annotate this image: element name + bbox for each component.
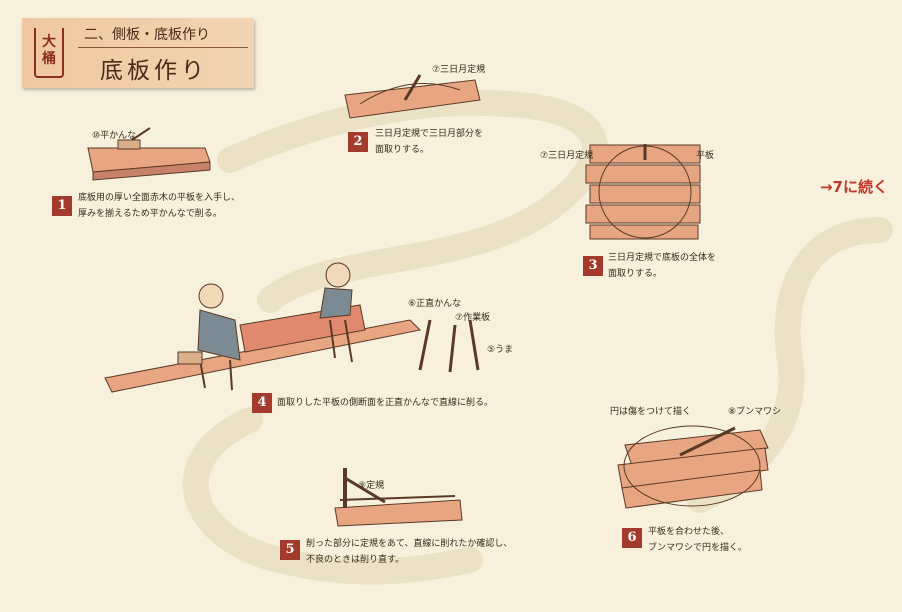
step-2-text: 三日月定規で三日月部分を面取りする。 [375, 129, 484, 155]
label-shoujiki-kanna: ⑥正直かんな [408, 299, 462, 309]
step5-ruler-illustration [334, 468, 463, 527]
step-3-text: 三日月定規で底板の全体を面取りする。 [608, 253, 717, 279]
label-mikazuki-jougi-2: ⑦三日月定規 [432, 65, 486, 75]
step-4-text: 面取りした平板の側断面を正直かんなで直線に削る。 [277, 398, 494, 408]
label-bunmawashi: ⑧ブンマワシ [728, 407, 782, 417]
step-6-text: 平板を合わせた後、ブンマワシで円を描く。 [648, 527, 748, 553]
step2-board-illustration [344, 74, 481, 119]
step-4-number: 4 [252, 393, 272, 413]
step-1-text: 底板用の厚い全面赤木の平板を入手し、厚みを揃えるため平かんなで削る。 [78, 193, 241, 219]
label-uma: ⑤うま [487, 345, 514, 355]
step-3-number: 3 [583, 256, 603, 276]
category-badge: 大桶 [34, 28, 64, 78]
step-6-number: 6 [622, 528, 642, 548]
title-card: 大桶 二、側板・底板作り 底板作り [22, 18, 254, 88]
label-jougi: ⑨定規 [358, 481, 385, 491]
label-mikazuki-jougi-3: ⑦三日月定規 [540, 151, 594, 161]
step-1-number: 1 [52, 196, 72, 216]
step1-plank-illustration [87, 127, 211, 181]
title-divider [78, 47, 248, 48]
label-en-note: 円は傷をつけて描く [610, 407, 692, 417]
step-5-text: 削った部分に定規をあて、直線に削れたか確認し、不良のときは削り直す。 [306, 539, 513, 565]
step6-compass-illustration [617, 425, 769, 509]
label-sagyouban: ⑦作業板 [455, 313, 491, 323]
continue-link[interactable]: →7に続く [819, 178, 888, 196]
section-subtitle: 二、側板・底板作り [84, 27, 210, 43]
step-2-number: 2 [348, 132, 368, 152]
label-hira-kanna: ⑩平かんな [92, 131, 137, 141]
step3-boards-illustration [585, 144, 701, 240]
step-5-number: 5 [280, 540, 300, 560]
label-hiraita: 平板 [696, 151, 715, 161]
step4-planing-illustration [104, 262, 480, 393]
page-title: 底板作り [100, 58, 208, 84]
